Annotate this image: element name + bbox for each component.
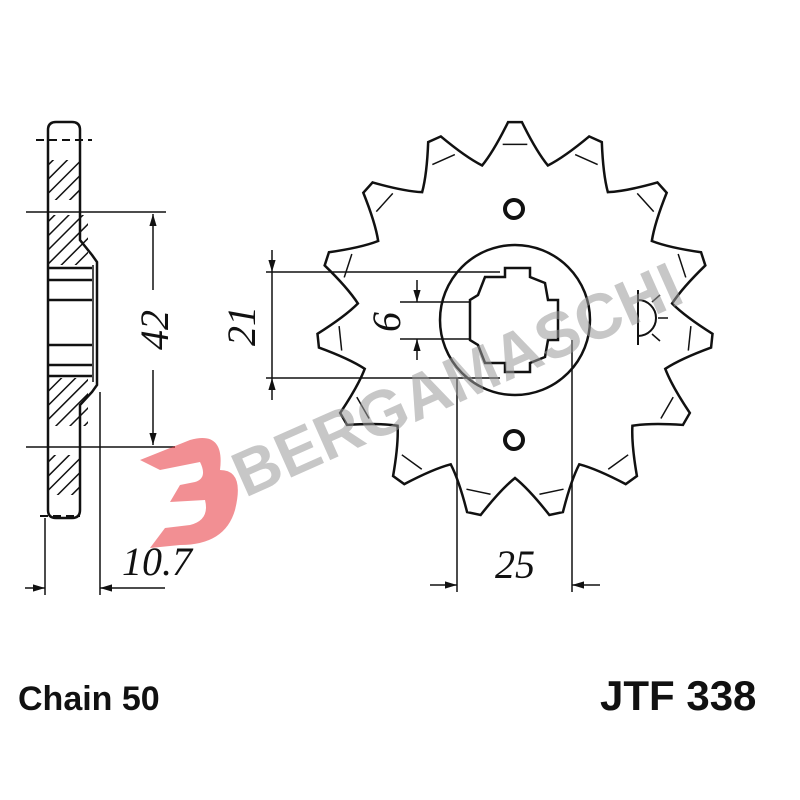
tooth-tips [338, 143, 692, 496]
front-view [266, 120, 714, 592]
sprocket-outline [316, 120, 714, 517]
dim-42: 42 [132, 310, 177, 350]
bergamaschi-logo [140, 438, 238, 548]
part-number: JTF 338 [600, 672, 757, 719]
dim-6: 6 [364, 312, 409, 332]
hub-circle [438, 243, 592, 397]
spline-bore [468, 266, 560, 374]
side-view [25, 120, 175, 595]
mounting-hole-bottom [503, 429, 525, 451]
mounting-hole-top [503, 198, 525, 220]
chain-label: Chain 50 [18, 680, 160, 718]
dim-21: 21 [219, 306, 264, 346]
dim-25: 25 [495, 542, 535, 587]
